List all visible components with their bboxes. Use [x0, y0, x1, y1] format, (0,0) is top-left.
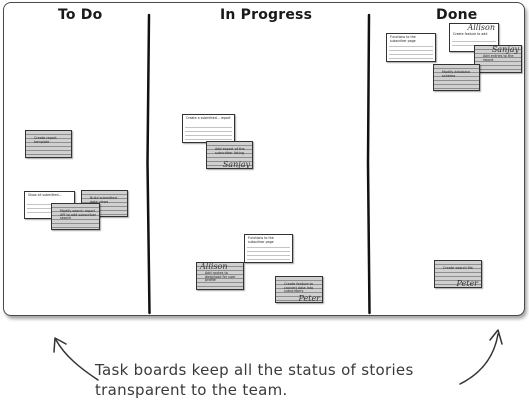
task-card[interactable]: Sanjay Add entries to the report: [474, 45, 522, 73]
card-text: Build submitted data views: [90, 196, 118, 204]
assignee-name: Peter: [456, 279, 478, 288]
assignee-name: Sanjay: [491, 45, 519, 54]
column-divider-right: [366, 13, 371, 315]
caption-line-2: transparent to the team.: [95, 381, 288, 399]
task-card[interactable]: Add export of the subscriber listing San…: [206, 141, 253, 169]
task-card[interactable]: Create report template: [25, 130, 72, 158]
task-card[interactable]: Build submitted data views: [81, 190, 128, 217]
card-text: Show all submitted...: [28, 193, 62, 197]
task-card[interactable]: Create feature to convert data into subs…: [275, 276, 323, 303]
card-text: Create report template: [34, 136, 58, 144]
annotation-arrow-left: [53, 337, 99, 381]
task-board: To Do In Progress Done Create report tem…: [3, 2, 525, 316]
card-text: Create a submitted... report: [186, 116, 231, 120]
card-text: Functions to the subscriber page: [248, 236, 275, 244]
task-card[interactable]: Modify database schema: [433, 64, 480, 91]
column-header-todo: To Do: [58, 7, 103, 23]
card-text: Add routes to download for user profile: [205, 271, 237, 283]
card-lines: [247, 244, 290, 260]
card-text: Modify search report API to add subscrib…: [60, 209, 98, 221]
card-lines: [389, 43, 433, 59]
card-text: Create search file: [443, 266, 473, 270]
caption: Task boards keep all the status of stori…: [95, 360, 475, 400]
task-card[interactable]: Allison Add routes to download for user …: [196, 262, 244, 290]
card-text: Create feature to convert data into subs…: [284, 282, 315, 294]
card-text: Create feature to add: [453, 32, 488, 36]
assignee-name: Sanjay: [222, 160, 250, 169]
card-text: Modify database schema: [442, 70, 472, 78]
task-card[interactable]: Create search file Peter: [434, 260, 482, 288]
card-text: Add entries to the report: [483, 54, 515, 62]
assignee-name: Allison: [467, 23, 495, 32]
column-header-done: Done: [436, 7, 478, 23]
story-card[interactable]: Functions to the subscriber page: [386, 33, 436, 62]
story-card[interactable]: Functions to the subscriber page: [244, 234, 293, 263]
annotation-arrow-right: [459, 329, 503, 385]
card-text: Add export of the subscriber listing: [215, 147, 246, 155]
card-lines: [452, 38, 496, 49]
assignee-name: Peter: [298, 294, 320, 303]
task-card[interactable]: Modify search report API to add subscrib…: [51, 203, 100, 230]
card-lines: [185, 124, 232, 140]
card-text: Functions to the subscriber page: [390, 35, 417, 43]
story-card[interactable]: Create a submitted... report: [182, 114, 235, 143]
caption-line-1: Task boards keep all the status of stori…: [95, 361, 414, 379]
assignee-name: Allison: [200, 262, 228, 271]
column-header-in-progress: In Progress: [220, 7, 313, 23]
column-divider-left: [146, 13, 151, 315]
